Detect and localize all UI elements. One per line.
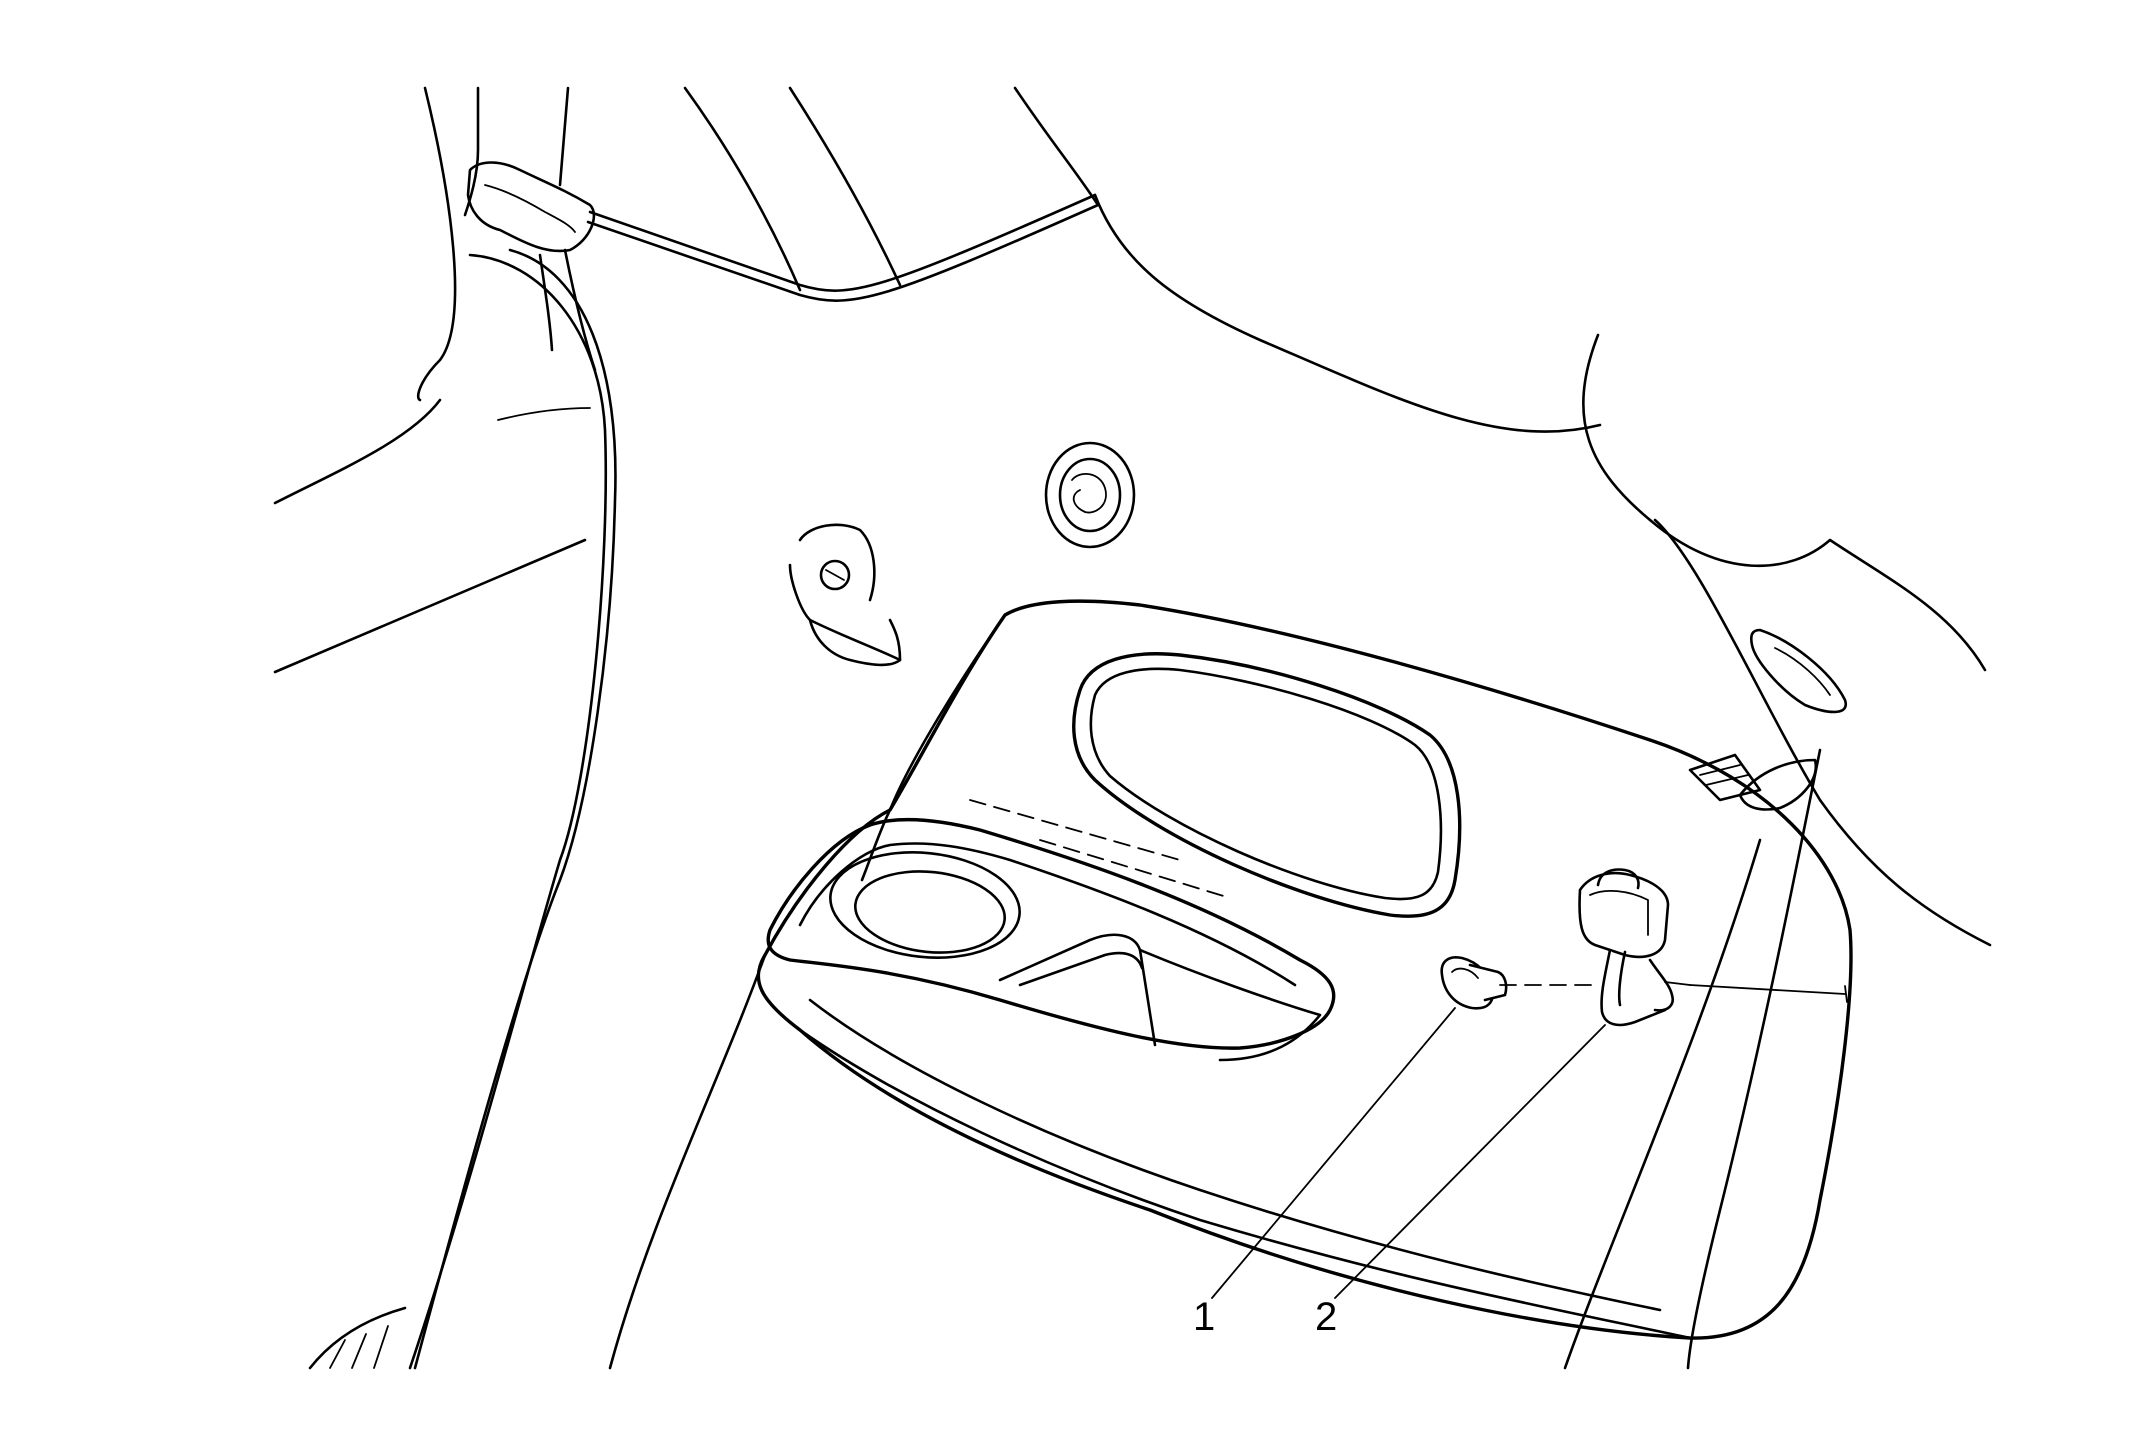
cup-holder-tray (766, 799, 1336, 1062)
upper-belt-guide (463, 86, 597, 372)
clip-screw (819, 559, 851, 591)
grommet-outer (1044, 441, 1136, 549)
headliner-line-1 (683, 86, 802, 292)
grommet-inner (1058, 457, 1122, 533)
panel-front-curve (860, 613, 1007, 882)
tray-seam-1 (969, 799, 1181, 861)
right-belt-buckle (1688, 753, 1762, 802)
belt-guide-detail (484, 184, 576, 233)
hook-bracket (1648, 958, 1674, 1012)
retainer-shank (1468, 963, 1508, 1002)
headliner-lower-edge (588, 193, 1097, 292)
hook-housing (1578, 871, 1670, 959)
alignment-line-tick (1844, 985, 1848, 1003)
belt-strap-right (558, 86, 570, 187)
tray-pocket (1138, 948, 1322, 1062)
trim-clip-left (788, 523, 902, 667)
headliner-line-2 (788, 86, 902, 287)
right-anchor-oval-inner (1774, 647, 1831, 696)
headliner (586, 86, 1602, 433)
clip-tab (788, 563, 902, 662)
hook-arm (1600, 948, 1667, 1027)
seat-back-inner-curve (413, 248, 617, 1370)
grommet-detail (1071, 473, 1107, 514)
tray-inner-rim (798, 842, 1297, 987)
hook-housing-face (1589, 889, 1649, 936)
right-anchor-oval (1749, 628, 1848, 714)
right-quarter-trim (1563, 333, 1992, 1370)
seat-side-line-2 (273, 538, 587, 674)
seat-side-line-1 (273, 398, 442, 505)
retainer-rim (1451, 967, 1479, 979)
clip-screw-slot (825, 569, 845, 581)
right-seat-contour-lower (1653, 518, 1992, 947)
tray-outline (766, 817, 1336, 1050)
panel-lower-edge-2 (808, 998, 1662, 1312)
cup-holder-outer (829, 851, 1021, 959)
seat-bottom-hatch-3 (373, 1325, 389, 1369)
leader-line-1 (1211, 1007, 1456, 1299)
headliner-line-3 (1013, 86, 1100, 207)
handle-inner (1089, 667, 1443, 901)
leader-line-2 (1334, 1024, 1606, 1299)
callout-label-2: 2 (1315, 1295, 1338, 1339)
panel-lower-edge (798, 1028, 1692, 1340)
hook-pin (1664, 981, 1691, 986)
right-belt-edge-1 (1686, 748, 1822, 1370)
part-2-hook (1578, 868, 1691, 1027)
handle-outer (1072, 652, 1462, 918)
tray-divider-2 (1018, 951, 1144, 987)
seat-bottom-hatch-1 (329, 1339, 346, 1369)
right-belt-buckle-hatch-2 (1705, 774, 1749, 786)
alignment-line-ext (1689, 984, 1846, 995)
pillar-outer-edge (416, 86, 457, 402)
quarter-upper-contour (1093, 193, 1602, 433)
belt-lower-strap (538, 253, 554, 352)
belt-strap-left (463, 86, 480, 217)
panel-outline (756, 599, 1853, 1340)
right-belt-edge-2 (1563, 838, 1762, 1370)
right-belt-webbing (1738, 758, 1818, 811)
trim-grommet (1044, 441, 1136, 549)
belt-lower-strap-2 (563, 248, 597, 372)
part-1-retainer (1440, 956, 1508, 1010)
armrest-handle (1072, 652, 1462, 918)
callout-label-1: 1 (1193, 1295, 1216, 1339)
tray-divider (998, 933, 1157, 1047)
clip-tab-lower (808, 618, 902, 667)
seat-crease (497, 407, 591, 421)
seat-bottom-left (308, 1306, 407, 1370)
headliner-lower-edge-2 (586, 203, 1100, 302)
seat-back-curve (408, 253, 608, 1370)
left-seat-and-pillar (273, 86, 617, 1370)
cup-holder-inner (853, 870, 1007, 954)
hook-top-cap (1596, 868, 1640, 890)
panel-left-sweep (608, 953, 767, 1370)
tray-seam-2 (1039, 839, 1231, 899)
right-seat-contour (1582, 333, 1987, 672)
hook-arm-inner (1617, 950, 1627, 1007)
seat-bottom-hatch-2 (351, 1333, 367, 1369)
clip-body (798, 523, 876, 602)
belt-guide-body (466, 161, 596, 253)
